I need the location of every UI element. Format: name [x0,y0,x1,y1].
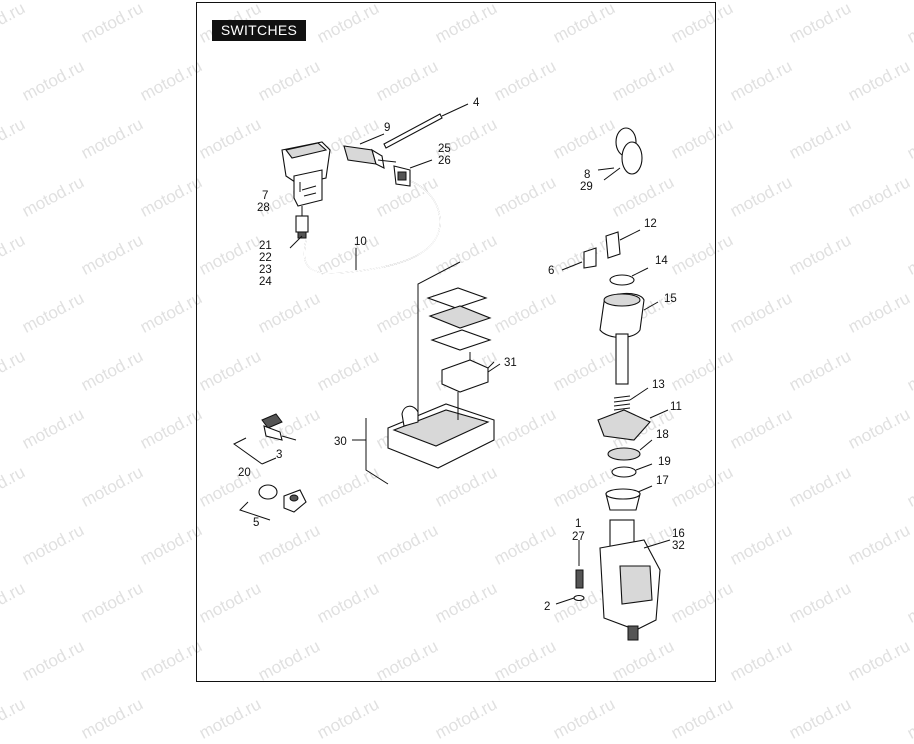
callout-10: 10 [354,236,367,248]
callout-23: 23 [259,264,272,276]
washer-14-part [609,267,649,286]
callout-32: 32 [672,540,685,552]
callout-labels: 4 9 25 26 7 28 10 21 22 23 24 8 29 12 6 … [238,97,685,613]
diagram-frame [196,2,716,682]
sensor-3-part [233,413,297,465]
leader-lines [289,133,615,373]
callout-29: 29 [580,181,593,193]
collar-17-part [605,485,653,511]
callout-13: 13 [652,379,665,391]
callout-19: 19 [658,456,671,468]
watermark-text: motod.ru [786,694,855,743]
watermark-text: motod.ru [78,694,147,743]
switch-housing-part [281,141,331,207]
watermark-text: motod.ru [0,694,29,743]
plate-11-part [597,409,669,441]
callout-16: 16 [672,528,685,540]
callout-11: 11 [670,401,682,413]
key-8-part [603,127,643,181]
callout-26: 26 [438,155,451,167]
connector-21-part [295,206,309,239]
plug-5-part [239,484,307,521]
callout-24: 24 [259,276,272,288]
callout-22: 22 [259,252,272,264]
callout-14: 14 [655,255,668,267]
watermark-text: motod.ru [904,694,914,743]
callout-1: 1 [575,518,581,530]
watermark-text: motod.ru [668,694,737,743]
ring-18-part [607,439,653,461]
callout-5: 5 [253,517,259,529]
watermark-text: motod.ru [550,694,619,743]
callout-15: 15 [664,293,677,305]
callout-30: 30 [334,436,347,448]
connector-9-part [343,145,397,169]
pin-4-part [383,103,469,149]
callout-9: 9 [384,122,390,134]
spring-13-part [613,387,649,411]
switch-cap-15-part [599,292,659,385]
parts-diagram: 4 9 25 26 7 28 10 21 22 23 24 8 29 12 6 … [233,97,685,641]
callout-27: 27 [572,531,585,543]
callout-4: 4 [473,97,480,109]
wire-harness-10-part [303,179,441,274]
callout-17: 17 [656,475,669,487]
callout-31: 31 [504,357,517,369]
callout-18: 18 [656,429,669,441]
clip-12-part [605,229,641,259]
callout-25: 25 [438,143,451,155]
watermark-text: motod.ru [196,694,265,743]
diagram-title: SWITCHES [212,20,306,41]
switch-body-16-part [599,519,671,641]
callout-8: 8 [584,169,590,181]
connector-25-part [393,165,411,187]
clip-6-part [583,247,597,269]
bracket-30-part [352,261,495,485]
callout-3: 3 [276,449,282,461]
screw-2-part [555,540,585,605]
callout-6: 6 [548,265,554,277]
watermark-text: motod.ru [432,694,501,743]
callout-20: 20 [238,467,251,479]
callout-7: 7 [262,190,268,202]
circuit-boards-part [426,287,495,420]
ring-19-part [611,463,653,478]
watermark-text: motod.ru [314,694,383,743]
callout-2: 2 [544,601,550,613]
callout-21: 21 [259,240,272,252]
callout-12: 12 [644,218,657,230]
callout-28: 28 [257,202,270,214]
